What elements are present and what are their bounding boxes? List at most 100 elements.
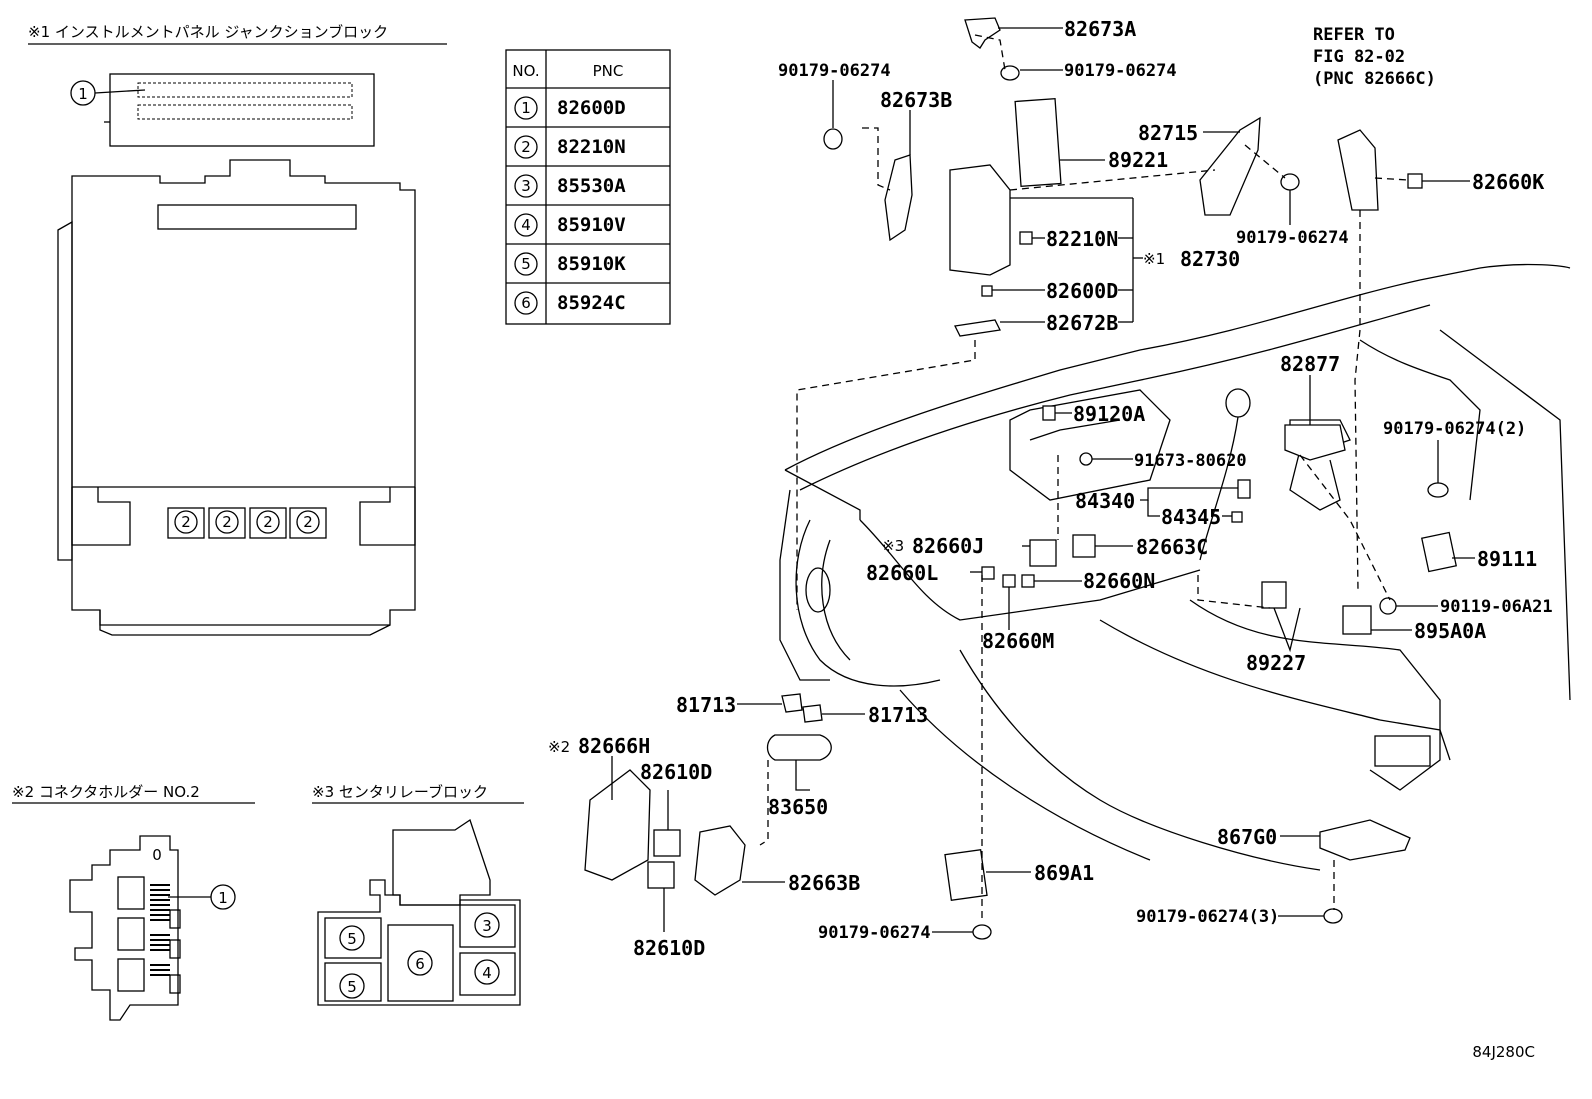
part-89111-shape	[1421, 531, 1457, 573]
pnc-table-header-no: NO.	[512, 62, 539, 80]
callout-5a-number: 5	[347, 930, 357, 948]
label-82877: 82877	[1280, 352, 1340, 376]
part-90179-bottom-shape	[972, 924, 992, 940]
part-90179-top-shape	[1000, 65, 1020, 81]
callout-2d-number: 2	[303, 513, 313, 531]
part-82600D-shape	[981, 285, 993, 297]
pnc-row-4-no: 4	[521, 216, 531, 234]
callout-0-mark: 0	[152, 846, 162, 864]
label-90179-bottom: 90179-06274	[818, 923, 931, 943]
part-81713a-shape	[781, 693, 803, 713]
part-895A0A-shape	[1342, 605, 1372, 635]
label-82660M: 82660M	[982, 629, 1054, 653]
label-82666H: 82666H	[578, 734, 650, 758]
part-83650-shape	[766, 734, 832, 761]
label-82660N: 82660N	[1083, 569, 1155, 593]
instrument-panel-illustration	[779, 263, 1571, 871]
callout-1-inset2-number: 1	[218, 889, 228, 907]
callout-6-number: 6	[415, 955, 425, 973]
pnc-row-4-pnc: 85910V	[557, 214, 626, 236]
pnc-row-3-pnc: 85530A	[557, 175, 626, 197]
part-89120A-shape	[1042, 405, 1056, 421]
part-82673A-shape	[964, 17, 1001, 49]
label-90179-mid: 90179-06274	[1236, 228, 1349, 248]
label-84340: 84340	[1075, 489, 1135, 513]
part-82672B-shape	[954, 319, 1001, 337]
label-869A1: 869A1	[1034, 861, 1094, 885]
label-82663C: 82663C	[1136, 535, 1208, 559]
label-81713b: 81713	[868, 703, 928, 727]
junction-block-connector-pins	[137, 82, 353, 120]
part-82660L-shape	[981, 566, 995, 580]
part-82715-shape	[1199, 116, 1261, 216]
part-82610D-bot-shape	[647, 861, 675, 889]
part-82666C-shape	[1337, 129, 1379, 211]
callout-1-inset1-number: 1	[78, 85, 88, 103]
part-82730-shape	[949, 164, 1011, 276]
callout-2c-number: 2	[263, 513, 273, 531]
label-82600D: 82600D	[1046, 279, 1118, 303]
pnc-row-6-pnc: 85924C	[557, 292, 626, 314]
label-82730-mark: ※1	[1143, 250, 1165, 268]
part-82877-shape	[1284, 424, 1346, 461]
label-84345: 84345	[1161, 505, 1221, 529]
part-89221-shape	[1014, 98, 1062, 187]
part-90179-left-shape	[823, 128, 843, 150]
label-82660J: 82660J	[912, 534, 984, 558]
callout-2b-number: 2	[222, 513, 232, 531]
label-82672B: 82672B	[1046, 311, 1118, 335]
pnc-table-header-pnc: PNC	[593, 62, 624, 80]
pnc-row-5-pnc: 85910K	[557, 253, 626, 275]
label-90119: 90119-06A21	[1440, 597, 1553, 617]
label-82673B: 82673B	[880, 88, 952, 112]
label-89111: 89111	[1477, 547, 1537, 571]
inset3-callouts: 5 5 6 3 4	[339, 912, 500, 999]
part-869A1-shape	[944, 848, 988, 902]
label-82715: 82715	[1138, 121, 1198, 145]
pnc-row-1-no: 1	[521, 99, 531, 117]
pnc-table: NO. PNC 1 82600D 2 82210N 3 85530A 4 859…	[505, 49, 671, 325]
inset2-title: ※2 コネクタホルダー NO.2	[12, 783, 200, 801]
part-labels: 82673A 90179-06274 90179-06274 82673B 89…	[548, 17, 1553, 960]
label-82610D-top: 82610D	[640, 760, 712, 784]
part-82673B-shape	[884, 154, 913, 242]
label-82666H-mark: ※2	[548, 738, 570, 756]
label-81713a: 81713	[676, 693, 736, 717]
refer-note-line2: FIG 82-02	[1313, 47, 1405, 67]
part-shapes	[584, 17, 1457, 940]
part-91673-shape	[1079, 452, 1093, 466]
part-90179-3-shape	[1323, 908, 1343, 924]
label-82660J-mark: ※3	[882, 537, 904, 555]
refer-note-line3: (PNC 82666C)	[1313, 69, 1436, 89]
pnc-row-5-no: 5	[521, 255, 531, 273]
part-867G0-shape	[1319, 819, 1411, 861]
part-81713b-shape	[802, 704, 823, 723]
label-82610D-bot: 82610D	[633, 936, 705, 960]
leader-lines	[611, 27, 1475, 933]
callout-1-inset2	[210, 884, 236, 910]
callout-2-group: 2 2 2 2	[174, 510, 320, 534]
pnc-row-3-no: 3	[521, 177, 531, 195]
part-82660K-shape	[1407, 173, 1423, 189]
part-82660M-shape	[1002, 574, 1016, 588]
callout-3-number: 3	[482, 917, 492, 935]
label-91673: 91673-80620	[1134, 451, 1247, 471]
label-82673A: 82673A	[1064, 17, 1136, 41]
label-89120A: 89120A	[1073, 402, 1145, 426]
label-90179-2: 90179-06274(2)	[1383, 419, 1526, 439]
callout-5b-number: 5	[347, 978, 357, 996]
pnc-row-2-no: 2	[521, 138, 531, 156]
label-82730: 82730	[1180, 247, 1240, 271]
part-89227-shape	[1261, 581, 1287, 609]
part-82660N-shape	[1021, 574, 1035, 588]
part-82210N-shape	[1019, 231, 1033, 245]
label-83650: 83650	[768, 795, 828, 819]
part-84340-shape	[1237, 479, 1251, 499]
label-82663B: 82663B	[788, 871, 860, 895]
part-82610D-top-shape	[653, 829, 681, 857]
part-84345-shape	[1231, 511, 1243, 523]
label-90179-top-right: 90179-06274	[1064, 61, 1177, 81]
callout-4-number: 4	[482, 964, 492, 982]
pnc-row-1-pnc: 82600D	[557, 97, 626, 119]
